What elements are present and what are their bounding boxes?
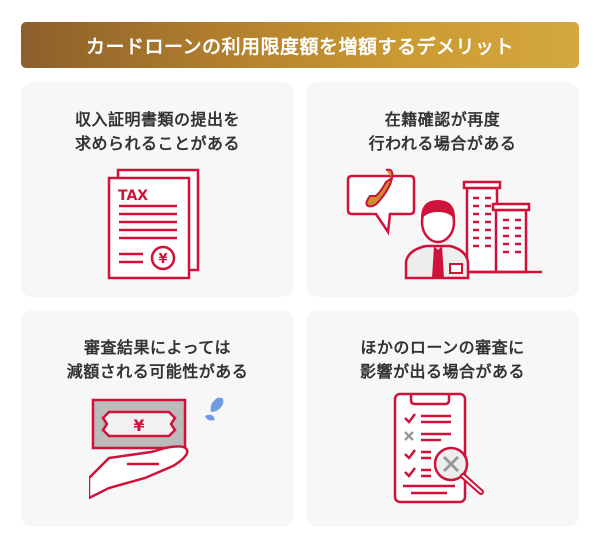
title-banner: カードローンの利用限度額を増額するデメリット: [21, 22, 579, 68]
demerit-card-income-proof: 収入証明書類の提出を 求められることがある TAX ¥: [21, 82, 294, 297]
caption-line-2: 求められることがある: [74, 134, 240, 153]
card-caption: 審査結果によっては 減額される可能性がある: [21, 336, 294, 384]
caption-line-1: 審査結果によっては: [84, 338, 231, 357]
phone-receiver-icon: [365, 168, 394, 208]
caption-line-2: 行われる場合がある: [368, 134, 517, 153]
demerit-card-employment-verification: 在籍確認が再度 行われる場合がある: [306, 82, 579, 297]
demerit-card-other-loan-screening: ほかのローンの審査に 影響が出る場合がある: [306, 310, 579, 527]
card-caption: ほかのローンの審査に 影響が出る場合がある: [306, 336, 579, 384]
hand-holding-banknote-icon: ¥: [87, 392, 229, 511]
magnifier-icon: [433, 446, 484, 495]
svg-text:TAX: TAX: [118, 188, 148, 204]
hand-icon: [87, 445, 189, 501]
checklist-magnifier-reject-icon: [391, 392, 501, 516]
caption-line-2: 影響が出る場合がある: [359, 362, 525, 381]
caption-line-2: 減額される可能性がある: [66, 362, 249, 381]
phone-call-office-worker-icon: [346, 166, 546, 285]
speech-bubble-icon: [346, 174, 416, 236]
demerit-card-limit-reduction: 審査結果によっては 減額される可能性がある ¥: [21, 310, 294, 527]
page-title: カードローンの利用限度額を増額するデメリット: [85, 35, 515, 58]
caption-line-1: 収入証明書類の提出を: [74, 110, 240, 129]
svg-text:¥: ¥: [133, 416, 144, 435]
svg-text:¥: ¥: [158, 252, 167, 267]
office-worker-icon: [404, 200, 470, 280]
sweat-drop-icon: [210, 397, 224, 412]
tax-document-icon: TAX ¥: [106, 166, 206, 285]
check-icon: [404, 413, 416, 424]
caption-line-1: ほかのローンの審査に: [360, 338, 525, 357]
card-caption: 収入証明書類の提出を 求められることがある: [21, 108, 294, 156]
cross-mark-icon: [404, 431, 414, 441]
caption-line-1: 在籍確認が再度: [384, 110, 501, 129]
card-caption: 在籍確認が再度 行われる場合がある: [306, 108, 579, 156]
